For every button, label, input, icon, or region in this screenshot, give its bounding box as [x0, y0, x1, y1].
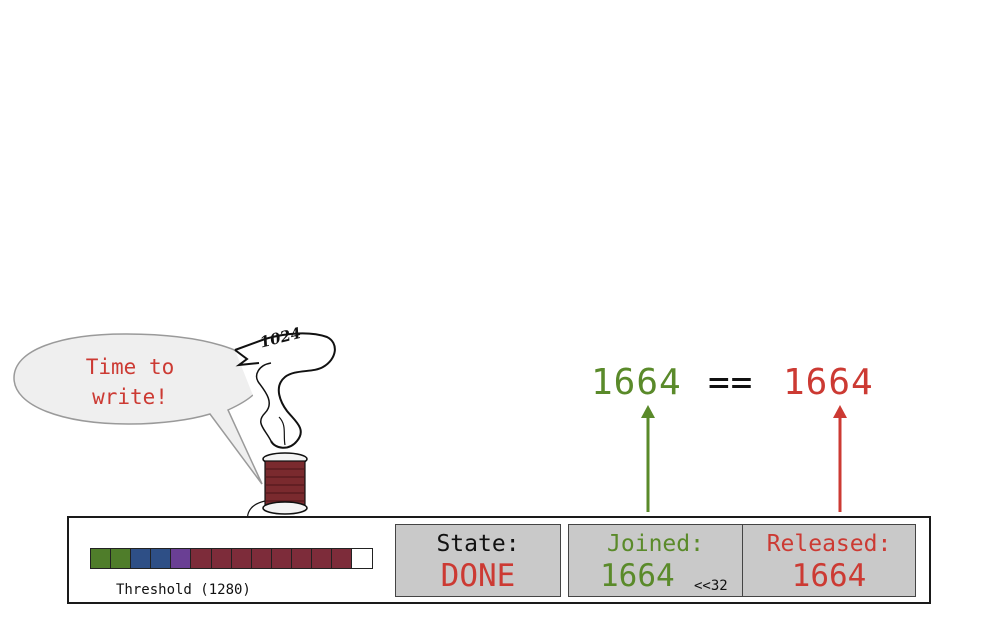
joined-title: Joined:	[607, 531, 704, 557]
joined-count-display: 1664	[591, 362, 682, 403]
buffer-slot-red	[250, 548, 273, 569]
buffer-slot-red	[210, 548, 233, 569]
speech-line-2: write!	[92, 385, 168, 409]
released-title: Released:	[766, 531, 892, 557]
green-up-arrow-icon	[641, 405, 655, 512]
red-up-arrow-icon	[833, 405, 847, 512]
released-count-display: 1664	[783, 362, 874, 403]
buffer-slot-empty	[351, 548, 373, 569]
buffer-slot-red	[311, 548, 333, 569]
released-box: Released: 1664	[742, 524, 916, 597]
joined-value: 1664	[600, 558, 675, 594]
state-value: DONE	[440, 558, 516, 594]
buffer-slot-red	[190, 548, 213, 569]
buffer-slot-blue	[130, 548, 152, 569]
buffer-slot-red	[331, 548, 353, 569]
state-title: State:	[436, 531, 520, 557]
buffer-slot-blue	[150, 548, 172, 569]
joined-shift-label: <<32	[694, 578, 728, 594]
speech-line-1: Time to	[85, 355, 175, 379]
buffer-slot-red	[290, 548, 313, 569]
released-value: 1664	[791, 558, 867, 594]
state-box: State: DONE	[395, 524, 561, 597]
buffer-slot-purple	[170, 548, 192, 569]
threshold-label: Threshold (1280)	[116, 582, 251, 598]
thread-spool-icon	[234, 332, 336, 534]
buffer-slot-green	[90, 548, 112, 569]
joined-box: Joined: 1664	[568, 524, 743, 597]
buffer-slot-green	[110, 548, 132, 569]
buffer-slot-red	[230, 548, 253, 569]
buffer-slots	[90, 548, 373, 569]
speech-bubble-text: Time to write!	[30, 352, 230, 412]
buffer-slot-red	[270, 548, 293, 569]
equals-operator: ==	[708, 362, 754, 403]
